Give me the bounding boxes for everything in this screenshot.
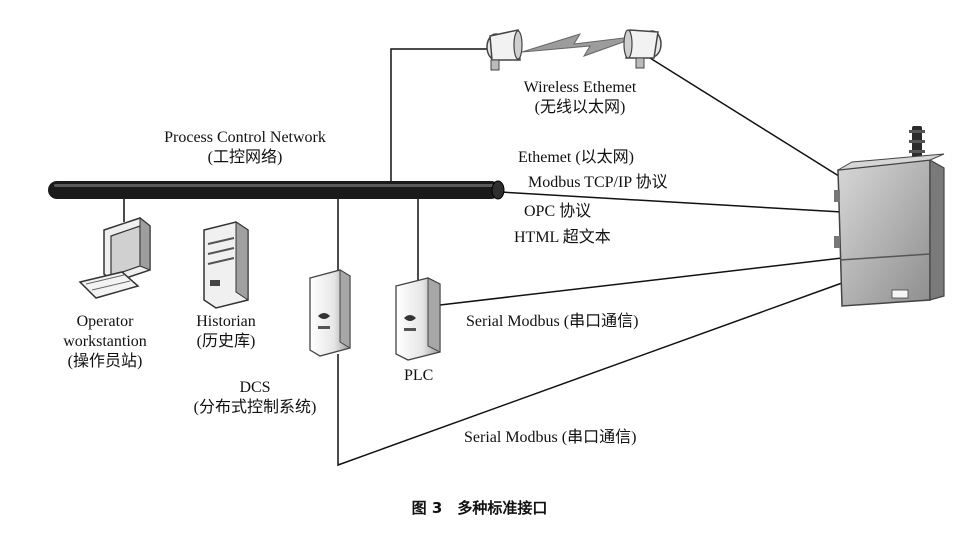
wireless-to-box-line <box>649 57 843 179</box>
historian-line-2: (历史库) <box>196 333 256 350</box>
wireless-title: Wireless Ethemet <box>523 79 637 96</box>
serial-modbus-dcs-label: Serial Modbus (串口通信) <box>464 429 637 446</box>
network-title-cn: (工控网络) <box>207 149 283 166</box>
antenna-left-icon <box>486 29 523 71</box>
connection-lines <box>123 48 843 467</box>
operator-line-3: (操作员站) <box>67 353 143 370</box>
network-title: Process Control Network <box>164 129 326 146</box>
dcs-cabinet-icon <box>309 269 351 357</box>
historian-label: Historian (历史库) <box>176 312 276 352</box>
operator-line-1: Operator <box>76 313 134 330</box>
ethernet-line-1: Ethemet (以太网) <box>518 149 634 166</box>
ethernet-line-2: Modbus TCP/IP 协议 <box>528 174 668 191</box>
figure-caption: 图 3 多种标准接口 <box>411 499 548 517</box>
plc-serial-line <box>439 257 843 306</box>
antenna-right-icon <box>623 29 662 69</box>
wireless-signal-icon <box>521 33 641 57</box>
network-label: Process Control Network (工控网络) <box>120 128 370 168</box>
operator-workstation-icon <box>78 216 151 299</box>
network-bus <box>48 180 505 200</box>
dcs-line-1: DCS <box>239 379 271 396</box>
historian-server-icon <box>203 221 249 309</box>
wireless-feed-line <box>390 48 488 182</box>
wireless-label: Wireless Ethemet (无线以太网) <box>490 78 670 118</box>
wireless-title-cn: (无线以太网) <box>534 99 626 116</box>
serial-modbus-plc-label: Serial Modbus (串口通信) <box>466 313 639 330</box>
field-interface-box-icon <box>834 126 945 307</box>
plc-label: PLC <box>404 367 434 384</box>
plc-cabinet-icon <box>395 277 441 361</box>
ethernet-line-4: HTML 超文本 <box>514 229 611 246</box>
operator-line-2: workstantion <box>63 333 147 350</box>
dcs-label: DCS (分布式控制系统) <box>170 378 340 418</box>
operator-label: Operator workstantion (操作员站) <box>40 312 170 372</box>
dcs-line-2: (分布式控制系统) <box>193 399 317 416</box>
dcs-serial-line <box>337 282 843 467</box>
historian-line-1: Historian <box>196 313 256 330</box>
ethernet-line-3: OPC 协议 <box>524 203 592 220</box>
ethernet-to-box-line <box>499 191 843 213</box>
